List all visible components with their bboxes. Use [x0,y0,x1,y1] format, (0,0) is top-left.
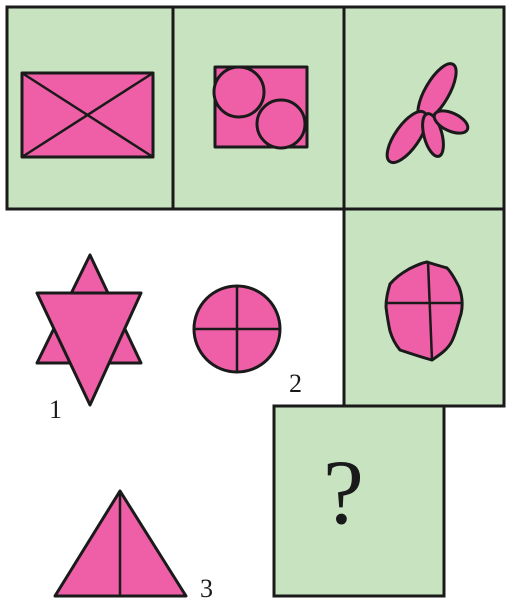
square-with-two-circles-figure [214,67,307,148]
option-label-1: 1 [49,397,62,423]
circle-with-cross-figure [194,286,280,372]
triangle-with-median-figure [55,491,186,596]
rectangle-with-diagonals-figure [22,73,153,157]
irregular-shape-with-cross-figure [386,262,462,360]
option-label-2: 2 [289,371,302,397]
question-mark: ? [323,446,364,538]
six-pointed-star-figure [37,255,141,405]
option-label-3: 3 [200,576,213,602]
